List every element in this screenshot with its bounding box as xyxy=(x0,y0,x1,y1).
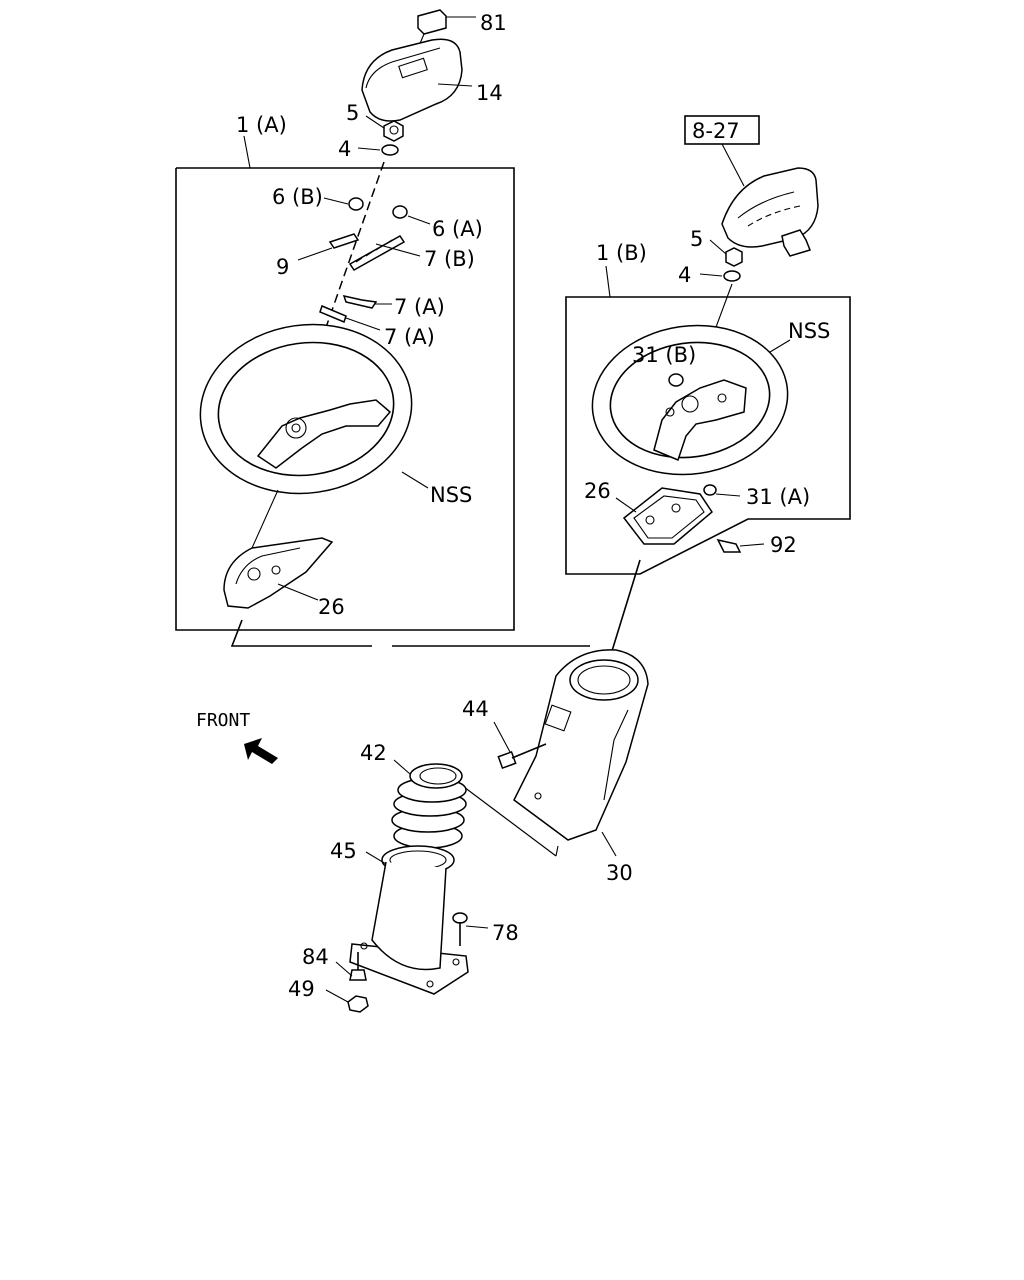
steering-wheel-a xyxy=(199,323,429,495)
group-box-1b xyxy=(565,296,851,575)
leader-30-tick xyxy=(555,845,559,857)
steering-wheel-b xyxy=(591,324,791,476)
part-4-washer-a xyxy=(357,144,399,156)
label-14: 14 xyxy=(476,81,503,105)
part-4-washer-b xyxy=(699,270,741,282)
label-6a: 6 (A) xyxy=(432,217,483,241)
axis-dash-a xyxy=(289,161,385,431)
assembly-connector-line xyxy=(230,619,372,647)
part-7b-spring xyxy=(348,235,421,271)
label-7b: 7 (B) xyxy=(424,247,475,271)
part-92-clip xyxy=(716,538,765,553)
leader-42-to-30 xyxy=(459,783,557,857)
label-78: 78 xyxy=(492,921,519,945)
part-9-plate xyxy=(297,233,360,261)
label-1b: 1 (B) xyxy=(596,241,647,265)
part-44-bolt xyxy=(493,721,547,769)
part-45-column-base xyxy=(349,845,469,995)
label-31b: 31 (B) xyxy=(632,343,696,367)
leader-1a xyxy=(243,135,251,169)
front-arrow-icon xyxy=(244,738,278,764)
label-4-b: 4 xyxy=(678,263,691,287)
label-front: FRONT xyxy=(196,710,250,731)
label-nss-b: NSS xyxy=(788,319,830,343)
part-5-nut-a xyxy=(365,115,404,142)
group-box-1a xyxy=(175,167,515,631)
part-81-switch xyxy=(407,9,476,73)
label-nss-a: NSS xyxy=(430,483,472,507)
label-42: 42 xyxy=(360,741,387,765)
part-42-boot xyxy=(391,759,467,849)
label-49: 49 xyxy=(288,977,315,1001)
label-30: 30 xyxy=(606,861,633,885)
label-92: 92 xyxy=(770,533,797,557)
part-31a-bolt xyxy=(703,484,741,497)
label-9: 9 xyxy=(276,255,289,279)
label-5-b: 5 xyxy=(690,227,703,251)
label-7a-lower: 7 (A) xyxy=(384,325,435,349)
part-5-nut-b xyxy=(709,239,743,267)
part-78-bolt xyxy=(452,912,489,946)
label-7a-upper: 7 (A) xyxy=(394,295,445,319)
label-45: 45 xyxy=(330,839,357,863)
part-7a-clip-lower xyxy=(319,304,381,331)
label-6b: 6 (B) xyxy=(272,185,323,209)
leader-1b xyxy=(605,265,611,298)
label-26-a: 26 xyxy=(318,595,345,619)
part-30-column-cover xyxy=(513,649,649,857)
part-49-nut xyxy=(325,989,369,1013)
part-8-27-airbag xyxy=(721,143,819,257)
label-4-a: 4 xyxy=(338,137,351,161)
part-14-cover xyxy=(361,38,473,122)
label-84: 84 xyxy=(302,945,329,969)
label-8-27[interactable]: 8-27 xyxy=(692,119,740,143)
label-1a: 1 (A) xyxy=(236,113,287,137)
part-31b-bolt xyxy=(668,373,684,387)
part-84-stud xyxy=(335,952,367,981)
part-7a-clip xyxy=(342,294,392,309)
part-26-cover-a xyxy=(223,537,334,609)
part-26-cover-b xyxy=(615,487,713,545)
label-26-b: 26 xyxy=(584,479,611,503)
label-44: 44 xyxy=(462,697,489,721)
axis-line-a-lower xyxy=(251,489,279,549)
part-6a-bolt xyxy=(392,205,431,225)
label-5-a: 5 xyxy=(346,101,359,125)
label-81: 81 xyxy=(480,11,507,35)
part-6b-bolt xyxy=(323,197,364,211)
label-31a: 31 (A) xyxy=(746,485,810,509)
